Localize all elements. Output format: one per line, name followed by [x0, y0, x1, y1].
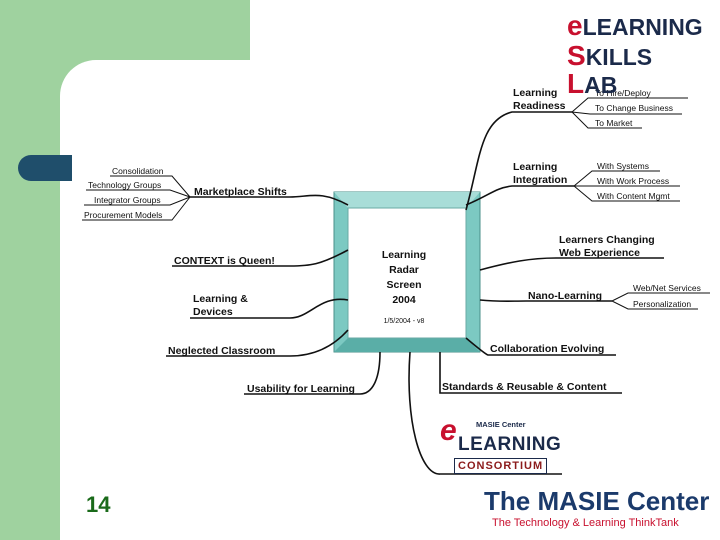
masie-center-logo: The MASIE Center The Technology & Learni…: [484, 486, 709, 529]
center-line-2: Radar: [389, 264, 419, 276]
connector-marketplace: [190, 194, 349, 206]
center-line-3: Screen: [386, 279, 421, 291]
branch-integration-line2: Integration: [513, 174, 567, 186]
branch-context: CONTEXT is Queen!: [174, 255, 275, 267]
branch-readiness-line1: Learning: [513, 87, 557, 99]
connector-standards: [439, 352, 622, 394]
center-line-1: Learning: [382, 249, 426, 261]
branch-readiness-line2: Readiness: [513, 100, 566, 112]
integration-sub-1: With Systems: [597, 161, 649, 171]
connector-consortium: [408, 351, 562, 475]
marketplace-sub-2: Technology Groups: [88, 180, 161, 190]
readiness-sub-1: To Hire/Deploy: [595, 88, 651, 98]
slide-number: 14: [86, 492, 111, 517]
branch-learners-line2: Web Experience: [559, 247, 640, 259]
branch-learners-line1: Learners Changing: [559, 234, 655, 246]
connector-context: [172, 249, 349, 267]
connector-readiness: [465, 111, 572, 211]
connector-nano: [479, 299, 612, 303]
branch-usability: Usability for Learning: [247, 383, 355, 395]
branch-nano: Nano-Learning: [528, 290, 602, 302]
integration-sub-3: With Content Mgmt: [597, 191, 670, 201]
branch-standards: Standards & Reusable & Content: [442, 381, 607, 393]
branch-devices-line2: Devices: [193, 306, 233, 318]
connectors: [82, 97, 710, 475]
branch-classroom: Neglected Classroom: [168, 345, 275, 357]
connector-collaboration: [465, 337, 616, 356]
masie-title: The MASIE Center: [484, 486, 710, 516]
center-version: 1/5/2004 - v8: [384, 318, 425, 325]
readiness-sub-3: To Market: [595, 118, 633, 128]
readiness-sub-2: To Change Business: [595, 103, 673, 113]
connector-usability: [244, 351, 381, 395]
integration-sub-2: With Work Process: [597, 176, 669, 186]
marketplace-sub-3: Integrator Groups: [94, 195, 161, 205]
connector-devices: [190, 298, 349, 319]
nano-sub-1: Web/Net Services: [633, 283, 701, 293]
branch-integration-line1: Learning: [513, 161, 557, 173]
connector-classroom: [166, 329, 349, 357]
branch-collaboration: Collaboration Evolving: [490, 343, 604, 355]
marketplace-sub-4: Procurement Models: [84, 210, 162, 220]
connector-integration: [465, 185, 574, 206]
center-node: Learning Radar Screen 2004 1/5/2004 - v8: [333, 191, 481, 353]
masie-tagline: The Technology & Learning ThinkTank: [492, 517, 679, 529]
elearning-skills-lab-logo: eLEARNING SKILLS LAB: [567, 10, 703, 99]
connector-learners-changing: [479, 257, 664, 271]
branch-devices-line1: Learning &: [193, 293, 248, 305]
slide-tab-decoration: [18, 155, 72, 181]
nano-sub-2: Personalization: [633, 299, 691, 309]
marketplace-sub-1: Consolidation: [112, 166, 164, 176]
center-line-4: 2004: [392, 294, 416, 306]
branch-marketplace: Marketplace Shifts: [194, 186, 287, 198]
